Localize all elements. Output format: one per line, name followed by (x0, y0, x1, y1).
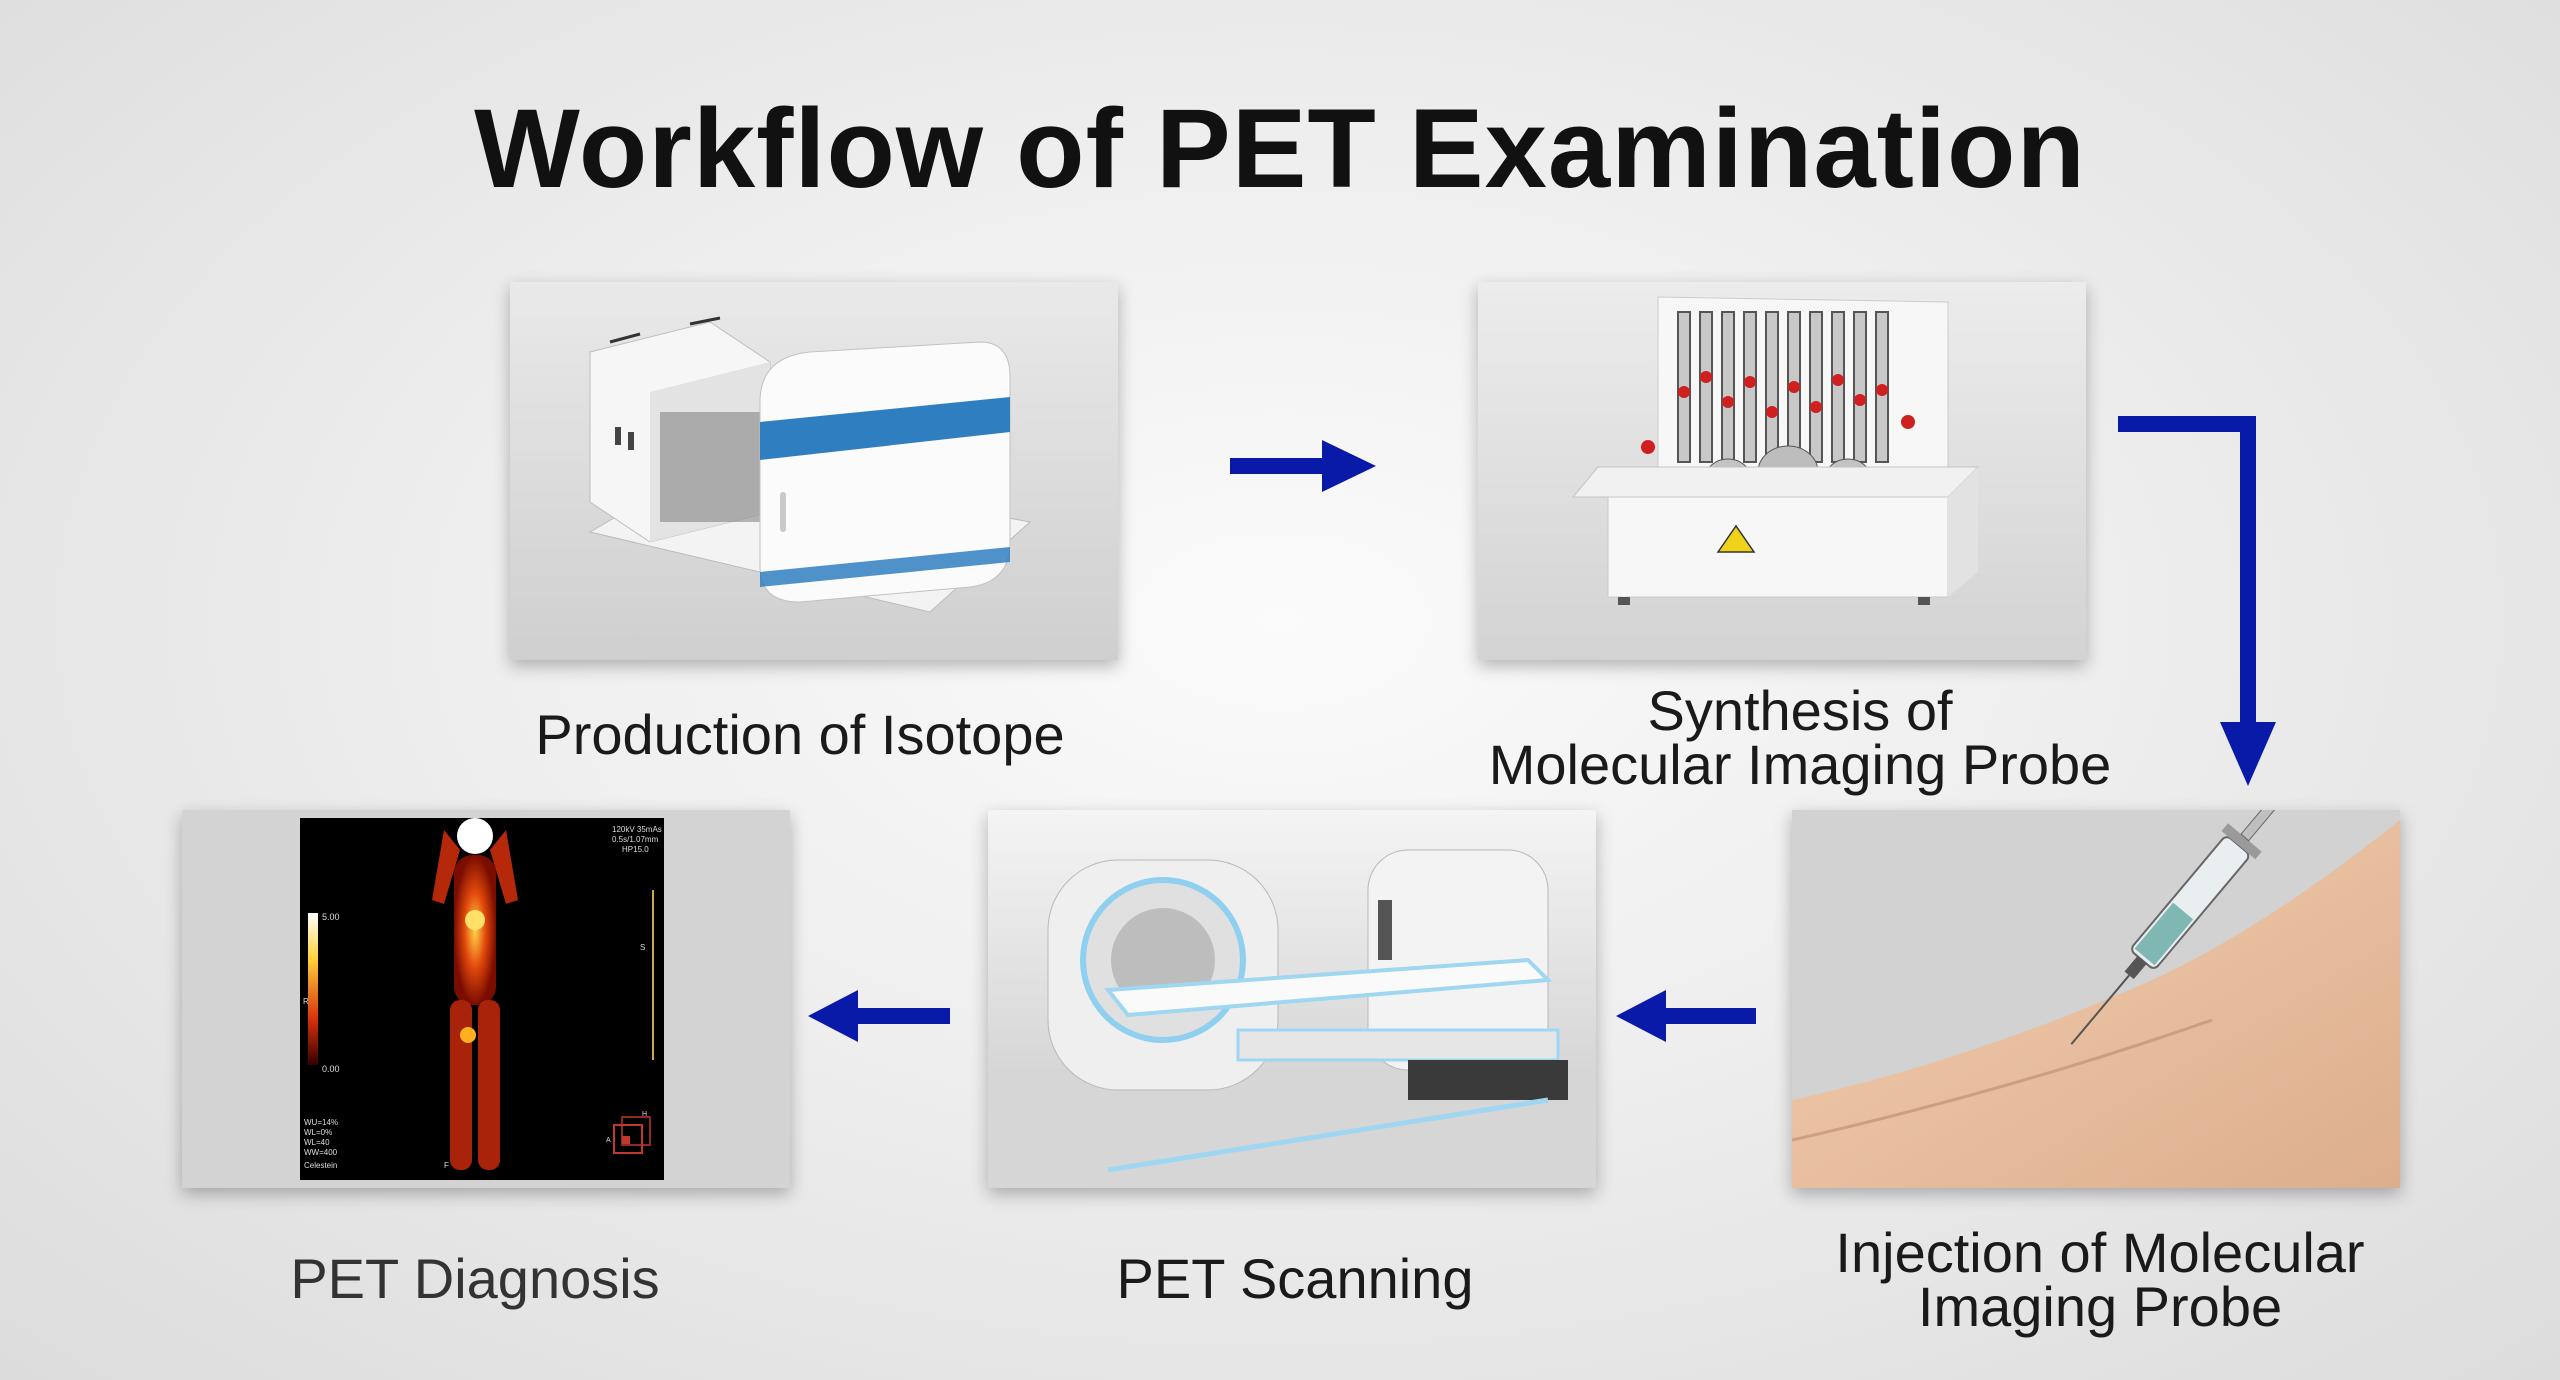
label-production-line-1: Production of Isotope (535, 703, 1065, 766)
window-line-5: Celestein (304, 1161, 337, 1170)
label-scanning-line-1: PET Scanning (1116, 1247, 1474, 1310)
cube-marker-b: A (606, 1137, 611, 1144)
injection-image (1792, 810, 2400, 1188)
label-diagnosis-line-1: PET Diagnosis (290, 1247, 660, 1310)
label-diagnosis: PET Diagnosis (180, 1247, 770, 1310)
label-synthesis-line-1: Synthesis of (1647, 679, 1953, 742)
bottom-marker: F (444, 1161, 449, 1170)
scale-max-label: 5.00 (322, 912, 340, 922)
label-injection-line-2: Imaging Probe (1917, 1275, 2283, 1338)
window-line-2: WL=0% (304, 1128, 332, 1137)
acq-line-3: HP15.0 (622, 845, 649, 854)
arrow-left-icon-2 (808, 990, 950, 1042)
label-synthesis: Synthesis of Molecular Imaging Probe (1400, 679, 2200, 796)
window-line-3: WL=40 (304, 1138, 330, 1147)
label-synthesis-line-2: Molecular Imaging Probe (1488, 733, 2112, 796)
acq-line-1: 120kV 35mAs (612, 825, 662, 834)
synthesis-module-image (1478, 282, 2086, 660)
label-injection-line-1: Injection of Molecular (1835, 1221, 2365, 1284)
side-marker: S (640, 943, 645, 952)
cube-marker-a: H (642, 1111, 647, 1118)
cyclotron-image (510, 282, 1118, 660)
pet-scanner-image (988, 810, 1596, 1188)
label-production: Production of Isotope (440, 703, 1160, 766)
arrow-right-icon (1230, 440, 1376, 492)
pet-diagnosis-image: 5.00 0.00 R 120kV 35mAs 0.5s/1.07mm HP15… (182, 810, 790, 1188)
orientation-cube-icon (613, 1116, 651, 1154)
label-injection: Injection of Molecular Imaging Probe (1700, 1221, 2500, 1338)
scale-side-marker: R (303, 997, 309, 1006)
arrow-left-icon-1 (1616, 990, 1756, 1042)
label-scanning: PET Scanning (990, 1247, 1600, 1310)
window-line-4: WW=400 (304, 1148, 338, 1157)
scale-min-label: 0.00 (322, 1064, 340, 1074)
arrow-elbow-down-icon (2118, 416, 2276, 786)
page-title: Workflow of PET Examination (474, 86, 2086, 211)
acq-line-2: 0.5s/1.07mm (612, 835, 659, 844)
window-line-1: WU=14% (304, 1118, 338, 1127)
